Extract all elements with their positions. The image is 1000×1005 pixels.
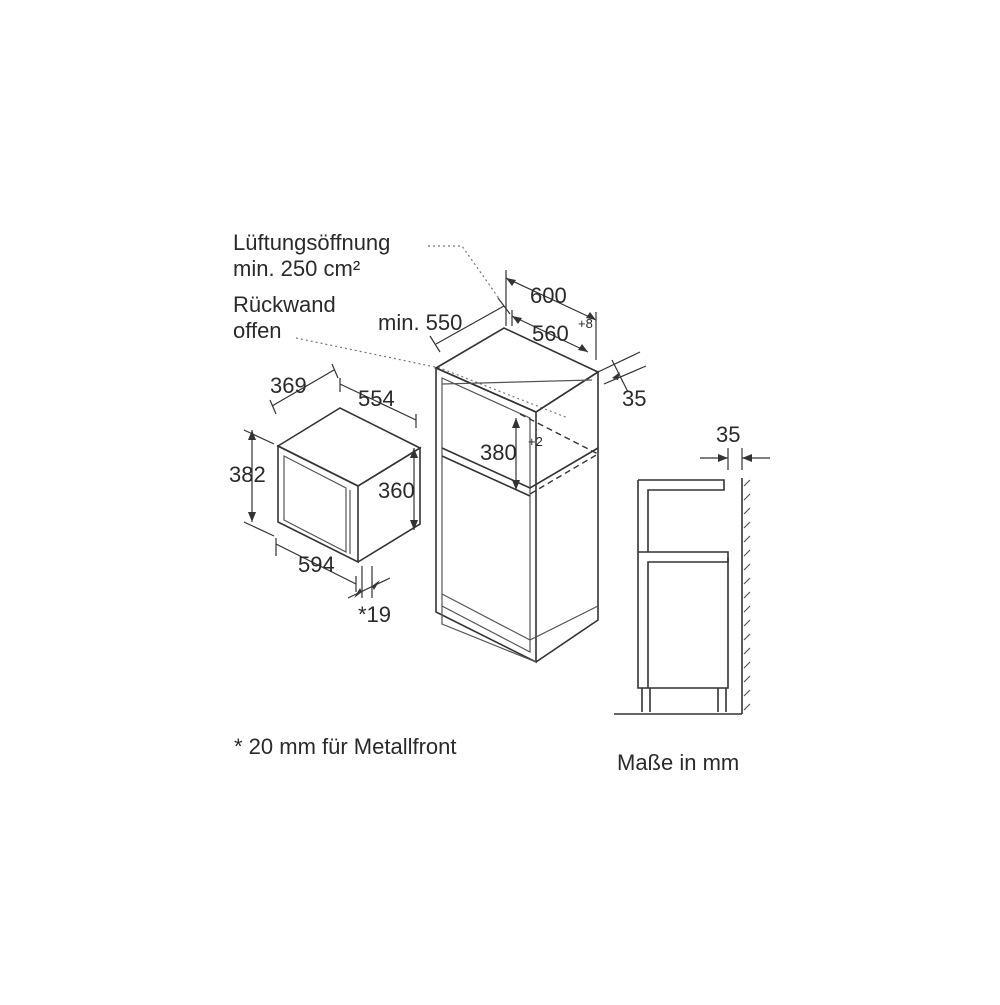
side-view-mid-shelf [638, 551, 729, 688]
backwall-leader-line [295, 337, 569, 419]
dim-cabinet-niche-width: 560 +8 [511, 310, 593, 353]
dim-appliance-width-top: 554 [339, 378, 417, 428]
dim-cabinet-width: 600 [505, 270, 597, 360]
appliance-height-outer-value: 382 [229, 462, 266, 487]
cabinet-inner-left [441, 377, 531, 653]
appliance-side-face [357, 446, 421, 563]
side-view-drawing [614, 478, 751, 715]
cabinet-plinth-base [441, 606, 537, 663]
appliance-depth-value: 369 [270, 373, 307, 398]
cabinet-niche-height-value: 380 [480, 440, 517, 465]
backwall-label-line2: offen [233, 318, 282, 343]
backwall-label-line1: Rückwand [233, 292, 336, 317]
dim-appliance-height-outer: 382 [229, 429, 275, 537]
cabinet-drawing [434, 327, 600, 664]
side-view-cabinet-body [637, 480, 729, 689]
cabinet-front-face [435, 366, 537, 664]
appliance-door-window [283, 455, 347, 553]
ventilation-label-line2: min. 250 cm² [233, 256, 360, 281]
cabinet-niche-width-value: 560 [532, 321, 569, 346]
side-view-legs [641, 688, 727, 712]
side-view-offset-value: 35 [716, 422, 740, 447]
units-note: Maße in mm [617, 750, 739, 775]
cabinet-niche-width-tolerance: +8 [578, 316, 593, 331]
dim-cabinet-niche-height: 380 +2 [480, 418, 543, 490]
niche-top-shelf [441, 447, 599, 489]
dim-side-view-offset: 35 [700, 422, 770, 470]
ventilation-label-line1: Lüftungsöffnung [233, 230, 390, 255]
niche-dashed-outline [519, 413, 600, 495]
dim-appliance-width-front: 594 [275, 538, 357, 592]
appliance-drawing [276, 407, 422, 564]
side-view-wall-hatch [743, 479, 751, 711]
cabinet-top-inner-edge [441, 379, 593, 385]
cabinet-top-face [434, 327, 600, 413]
ventilation-leader-line [428, 245, 501, 301]
dim-appliance-depth: 369 [269, 363, 339, 415]
footnote-text: * 20 mm für Metallfront [234, 734, 457, 759]
cabinet-side-face [535, 370, 599, 663]
appliance-width-front-value: 594 [298, 552, 335, 577]
backwall-callout: Rückwand offen [233, 292, 569, 419]
side-view-top-shelf [638, 479, 725, 552]
niche-top-shelf-front [441, 455, 531, 497]
ventilation-callout: Lüftungsöffnung min. 250 cm² [233, 230, 501, 301]
dim-appliance-front-thickness: *19 [347, 566, 391, 627]
cabinet-width-value: 600 [530, 283, 567, 308]
appliance-front-thickness-value: *19 [358, 602, 391, 627]
cabinet-depth-value: min. 550 [378, 310, 462, 335]
cabinet-side-offset-value: 35 [622, 386, 646, 411]
appliance-height-inner-value: 360 [378, 478, 415, 503]
cabinet-niche-height-tolerance: +2 [528, 434, 543, 449]
dim-appliance-height-inner: 360 [378, 448, 418, 530]
dim-cabinet-side-offset: 35 [597, 351, 646, 411]
dim-cabinet-depth: min. 550 [378, 297, 511, 353]
appliance-width-top-value: 554 [358, 386, 395, 411]
cabinet-plinth-line [441, 593, 599, 641]
appliance-top-face [276, 407, 422, 487]
